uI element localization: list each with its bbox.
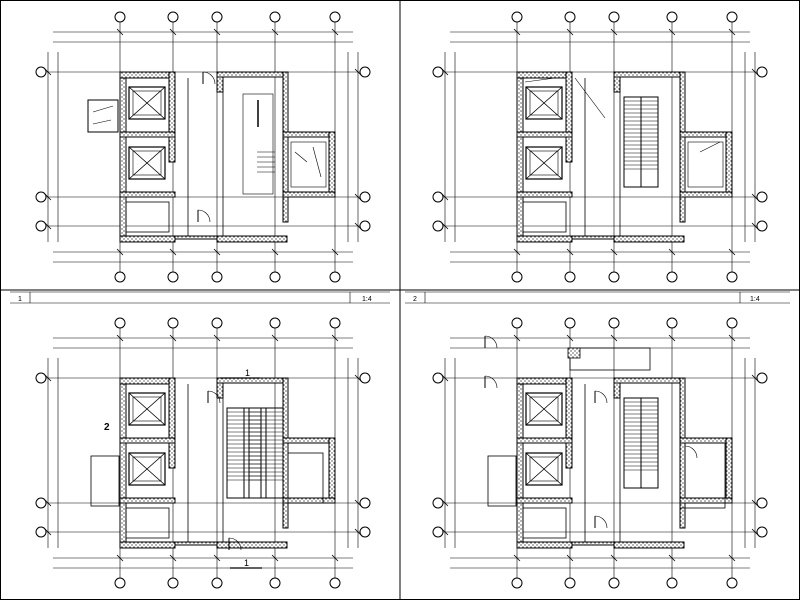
section-mark-top: 1	[245, 368, 250, 378]
floor-plan-1	[36, 12, 370, 282]
panel-2-index: 2	[413, 296, 417, 303]
panel-2-scale: 1:4	[750, 296, 760, 303]
floor-plan-4	[433, 318, 767, 588]
section-mark-side: 2	[104, 422, 110, 433]
panel-2-title-block: 2 1:4	[405, 291, 790, 304]
floor-plan-2	[433, 12, 767, 282]
panel-1-title-block: 1 1:4	[10, 291, 390, 304]
section-mark-bottom: 1	[244, 558, 249, 568]
panel-1-scale: 1:4	[362, 296, 372, 303]
section-marks: 1 2 1	[104, 368, 262, 569]
panel-1-index: 1	[18, 296, 22, 303]
floor-plan-3	[36, 318, 370, 588]
